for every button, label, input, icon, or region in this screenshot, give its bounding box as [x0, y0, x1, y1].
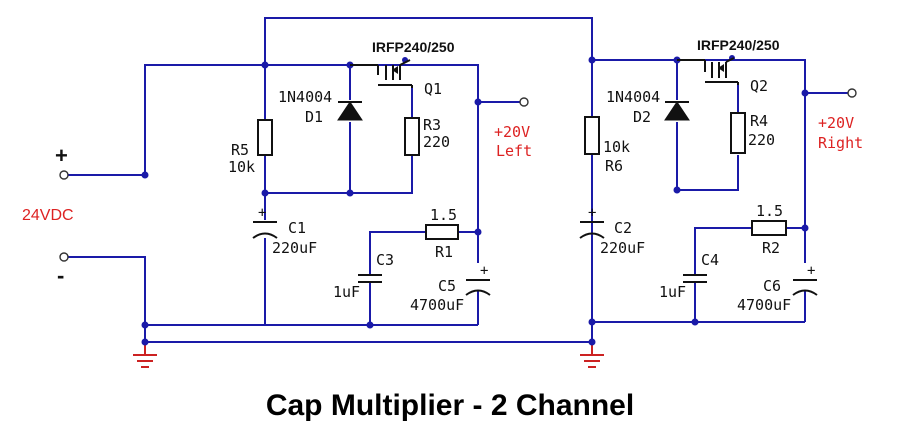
left-output-voltage: +20V	[494, 123, 530, 141]
q2-label: Q2	[750, 77, 768, 95]
c3-value-label: 1uF	[333, 283, 360, 301]
r3-name-label: R3	[423, 116, 441, 134]
wire-gate-node	[265, 155, 413, 194]
c5-capacitor: +	[465, 263, 491, 296]
c2-name-label: C2	[614, 219, 632, 237]
junction-dot	[588, 56, 596, 64]
r4-value-label: 220	[748, 131, 775, 149]
left-output-terminal	[519, 97, 529, 107]
junction-dot	[801, 89, 809, 97]
junction-dot	[588, 318, 596, 326]
r2-value-label: 1.5	[756, 202, 783, 220]
c2-value-label: 220uF	[600, 239, 645, 257]
junctions	[141, 55, 809, 346]
wire-positive-rail	[68, 64, 479, 176]
svg-text:+: +	[480, 263, 488, 279]
c4-value-label: 1uF	[659, 283, 686, 301]
c1-capacitor: +	[252, 205, 278, 239]
svg-text:+: +	[258, 205, 266, 221]
terminals	[59, 88, 857, 262]
c4-capacitor	[683, 274, 707, 283]
q1-mosfet	[350, 59, 413, 88]
c3-name-label: C3	[376, 251, 394, 269]
wire-right-top-rail	[592, 59, 806, 93]
r3-value-label: 220	[423, 133, 450, 151]
junction-dot	[261, 189, 269, 197]
input-plus-label: +	[55, 143, 68, 168]
junction-dot	[691, 318, 699, 326]
junction-dot	[366, 321, 374, 329]
r3-resistor	[404, 117, 420, 156]
junction-dot	[801, 224, 809, 232]
c1-value-label: 220uF	[272, 239, 317, 257]
r5-value-label: 10k	[228, 158, 255, 176]
right-output-label: Right	[818, 134, 863, 152]
r4-name-label: R4	[750, 112, 768, 130]
c6-value-label: 4700uF	[737, 296, 791, 314]
r4-resistor	[730, 112, 746, 154]
d2-label: D2	[633, 108, 651, 126]
c4-name-label: C4	[701, 251, 719, 269]
r1-value-label: 1.5	[430, 206, 457, 224]
junction-dot	[141, 321, 149, 329]
junction-dot	[346, 189, 354, 197]
c5-name-label: C5	[438, 277, 456, 295]
r6-resistor	[584, 116, 600, 155]
input-minus-terminal	[59, 252, 69, 262]
d2-type-label: 1N4004	[606, 88, 660, 106]
input-plus-terminal	[59, 170, 69, 180]
q2-type-label: IRFP240/250	[697, 37, 780, 53]
page-title: Cap Multiplier - 2 Channel	[266, 389, 634, 422]
svg-text:+: +	[807, 263, 815, 279]
r6-name-label: R6	[605, 157, 623, 175]
d1-type-label: 1N4004	[278, 88, 332, 106]
d2-diode	[664, 101, 690, 121]
r5-resistor	[257, 119, 273, 156]
q1-type-label: IRFP240/250	[372, 39, 455, 55]
wires	[68, 17, 848, 355]
junction-dot	[673, 186, 681, 194]
c3-capacitor	[358, 274, 382, 283]
input-minus-label: -	[57, 263, 64, 288]
c6-capacitor: +	[792, 263, 818, 296]
junction-dot	[588, 338, 596, 346]
c2-capacitor: +	[579, 205, 605, 239]
q2-mosfet	[677, 57, 739, 85]
wire-c3-top	[369, 231, 426, 275]
right-output-voltage: +20V	[818, 114, 854, 132]
wire-c4-top	[694, 227, 752, 275]
right-output-terminal	[847, 88, 857, 98]
junction-dot	[141, 171, 149, 179]
supply-voltage-label: 24VDC	[22, 207, 74, 224]
c5-value-label: 4700uF	[410, 296, 464, 314]
r1-resistor	[425, 224, 459, 240]
ground-symbol	[580, 354, 604, 368]
d1-label: D1	[305, 108, 323, 126]
ground-symbol	[133, 354, 157, 368]
junction-dot	[474, 228, 482, 236]
q1-label: Q1	[424, 80, 442, 98]
wire-d2-bottom	[676, 122, 739, 191]
r2-name-label: R2	[762, 239, 780, 257]
wire-negative-rail	[68, 256, 592, 343]
junction-dot	[261, 61, 269, 69]
d1-diode	[337, 101, 363, 121]
left-output-label: Left	[496, 142, 532, 160]
r1-name-label: R1	[435, 243, 453, 261]
r6-value-label: 10k	[603, 138, 630, 156]
svg-text:+: +	[588, 205, 596, 221]
junction-dot	[474, 98, 482, 106]
c1-name-label: C1	[288, 219, 306, 237]
r5-name-label: R5	[231, 141, 249, 159]
r2-resistor	[751, 220, 787, 236]
c6-name-label: C6	[763, 277, 781, 295]
junction-dot	[141, 338, 149, 346]
